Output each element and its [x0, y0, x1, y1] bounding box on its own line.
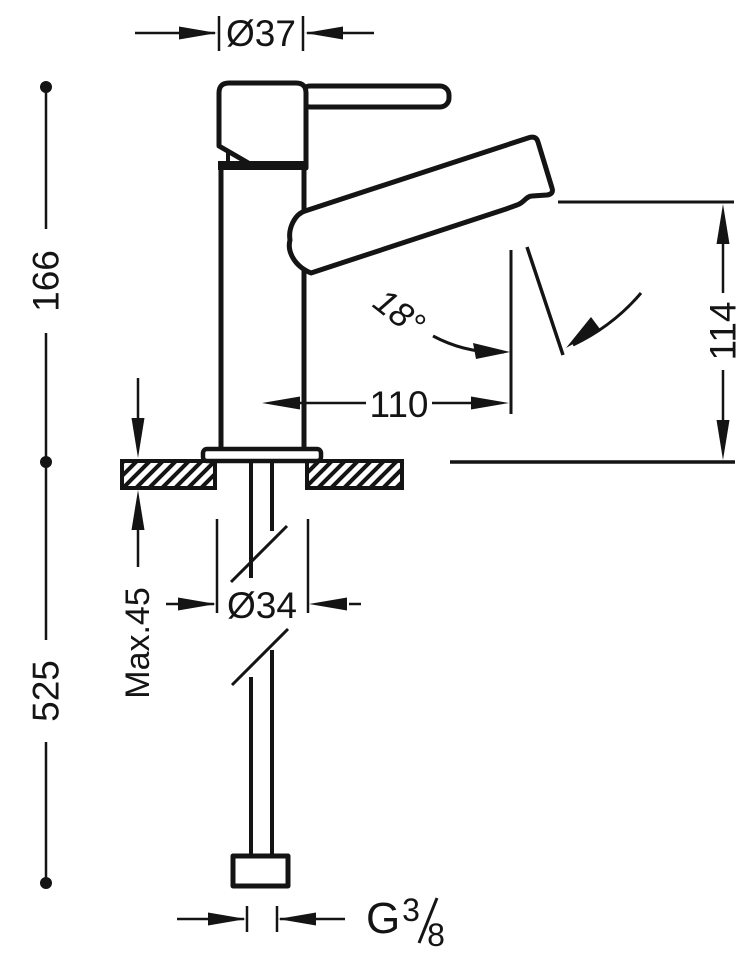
arrowhead-right-icon: [473, 343, 510, 359]
dimension-spout-reach: 110: [262, 250, 513, 425]
arrowhead-right-icon: [208, 912, 246, 926]
base-plate: [200, 446, 324, 464]
dim-label-spout-angle: 18°: [366, 281, 432, 344]
dim-end-dot: [40, 877, 52, 889]
dimension-spout-angle: 18°: [366, 246, 643, 359]
arrowhead-down-icon: [716, 420, 730, 460]
arrowhead-left-icon: [309, 597, 347, 611]
dim-label-spout-reach: 110: [370, 384, 429, 425]
arrowhead-down-icon: [131, 418, 145, 458]
arrowhead-up-icon: [131, 490, 145, 530]
dimension-max-deck-thickness: Max.45: [119, 378, 157, 699]
fraction-slash: [417, 897, 439, 944]
thread-label-numerator: 3: [402, 892, 420, 928]
cartridge-joint-bar: [218, 161, 307, 170]
hose-connector: [230, 853, 291, 889]
deck-section-right: [305, 459, 404, 490]
dim-label-head-diameter: Ø37: [226, 13, 296, 54]
arrowhead-left-icon: [262, 396, 300, 410]
dim-label-outlet-height: 114: [703, 302, 744, 361]
spout: [286, 134, 555, 276]
dimension-base-diameter: Ø34: [166, 519, 361, 626]
arrowhead-down-left-icon: [566, 317, 600, 348]
thread-label-g: G: [366, 894, 400, 943]
deck-section-left: [120, 459, 217, 490]
dim-label-body-height: 166: [26, 250, 67, 312]
cartridge-head: [216, 80, 309, 171]
pipe-break-mark-upper: [229, 524, 289, 584]
angle-slant-line: [525, 246, 565, 356]
dim-label-base-diameter: Ø34: [227, 585, 297, 626]
dimension-head-diameter: Ø37: [135, 13, 374, 54]
faucet: [120, 80, 555, 889]
dimension-thread-size: G 3 8: [177, 892, 445, 953]
arrowhead-right-icon: [471, 396, 509, 410]
dim-label-max-deck-thickness: Max.45: [119, 587, 157, 699]
pipe-break-mark-lower: [230, 627, 290, 687]
thread-label-denominator: 8: [427, 917, 445, 953]
arrowhead-right-icon: [178, 597, 216, 611]
mounting-deck: [120, 459, 404, 490]
angle-leader-arc-right: [572, 292, 643, 347]
dimension-hose-length: 525: [26, 462, 67, 889]
dimension-body-height: 166: [26, 81, 67, 468]
dim-label-hose-length: 525: [26, 660, 67, 722]
supply-pipe: [229, 462, 290, 856]
faucet-body: [218, 163, 307, 459]
arrowhead-right-icon: [179, 26, 217, 40]
dimension-outlet-height: 114: [450, 200, 744, 464]
arrowhead-up-icon: [716, 204, 730, 244]
lever-handle: [298, 83, 452, 110]
